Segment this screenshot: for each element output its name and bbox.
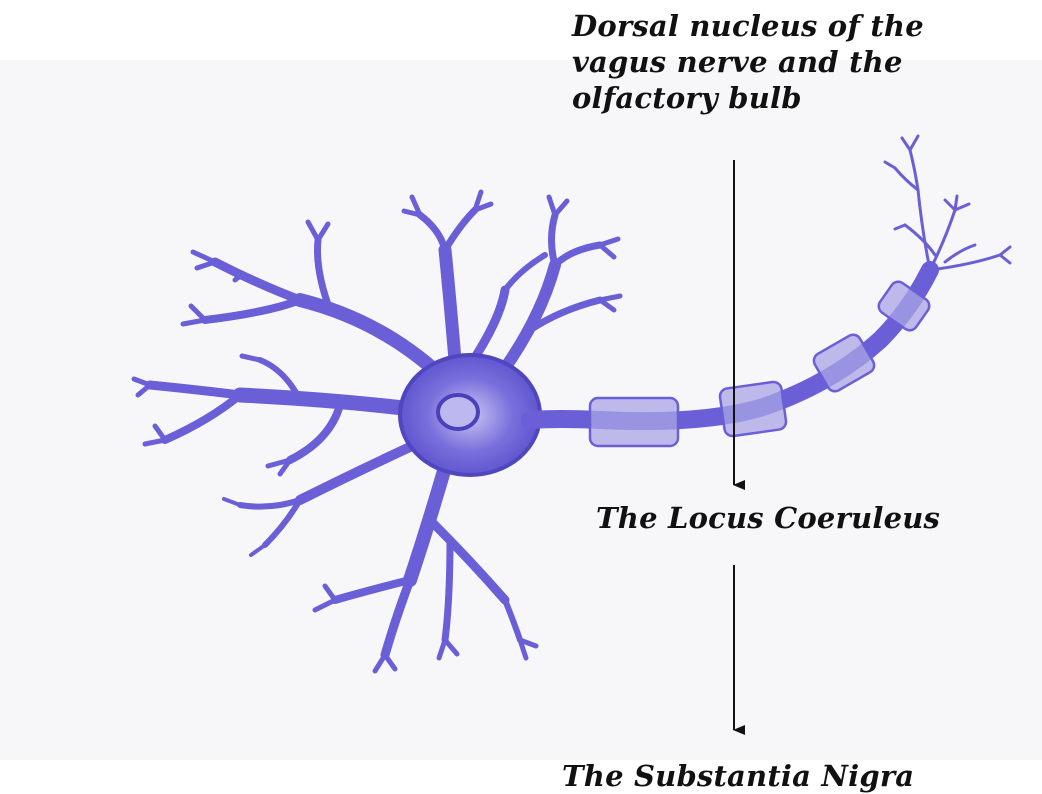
label-substantia-nigra: The Substantia Nigra bbox=[562, 758, 914, 794]
label-line: vagus nerve and the bbox=[572, 44, 952, 80]
label-line: Dorsal nucleus of the bbox=[572, 8, 952, 44]
myelin-sheath bbox=[719, 381, 787, 437]
myelin-sheath bbox=[590, 398, 678, 446]
label-dorsal-nucleus: Dorsal nucleus of the vagus nerve and th… bbox=[572, 8, 952, 116]
label-locus-coeruleus: The Locus Coeruleus bbox=[596, 500, 940, 536]
nucleus bbox=[438, 395, 478, 429]
label-line: olfactory bulb bbox=[572, 80, 952, 116]
